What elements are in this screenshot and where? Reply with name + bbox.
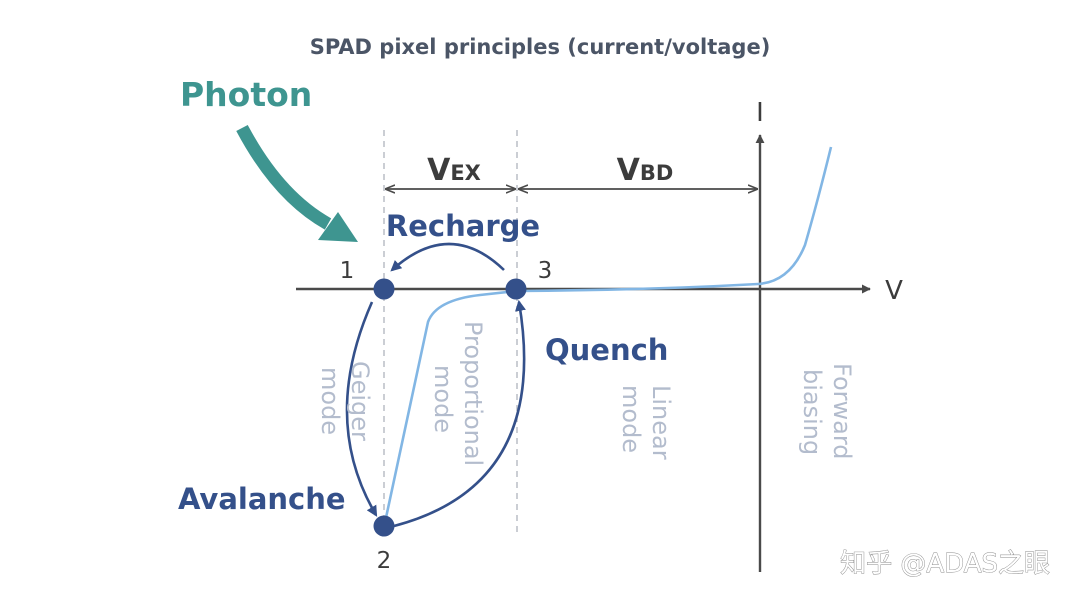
quench-label: Quench (545, 333, 668, 367)
watermark: 知乎 @ADAS之眼 (840, 549, 1050, 579)
diagram-title: SPAD pixel principles (current/voltage) (310, 35, 771, 59)
avalanche-label: Avalanche (178, 482, 346, 516)
point-2-label: 2 (377, 548, 392, 574)
point-1-label: 1 (340, 258, 355, 284)
avalanche-arrow (345, 301, 378, 517)
point-2-marker (373, 515, 395, 537)
vbd-label-main: V (617, 153, 641, 188)
proportional-line-2: mode (429, 365, 457, 433)
geiger-line-1: Geiger (346, 361, 374, 441)
point-3-marker (505, 278, 527, 300)
linear-mode-label: Linear mode (617, 385, 675, 460)
proportional-mode-label: Proportional mode (429, 321, 487, 466)
recharge-arrow (390, 242, 505, 272)
forward-line-1: Forward (828, 363, 856, 460)
forward-line-2: biasing (798, 369, 826, 455)
vex-label: VEX (427, 153, 481, 188)
quench-arrow (393, 299, 526, 528)
point-3-label: 3 (538, 258, 553, 284)
vbd-label: VBD (617, 153, 674, 188)
iv-curve (382, 146, 833, 528)
linear-line-1: Linear (647, 385, 675, 460)
proportional-line-1: Proportional (459, 321, 487, 466)
linear-line-2: mode (617, 385, 645, 453)
geiger-line-2: mode (316, 367, 344, 435)
vex-label-main: V (427, 153, 451, 188)
point-1-marker (373, 278, 395, 300)
photon-arrowhead-icon (318, 212, 358, 242)
photon-arrow-icon (236, 124, 332, 230)
geiger-mode-label: Geiger mode (316, 361, 374, 441)
voltage-axis-label: V (885, 276, 903, 306)
recharge-label: Recharge (386, 209, 540, 243)
forward-biasing-label: Forward biasing (798, 363, 856, 460)
photon-label: Photon (180, 75, 312, 114)
current-axis-label: I (756, 98, 764, 128)
vex-label-sub: EX (450, 161, 481, 185)
vbd-label-sub: BD (640, 161, 673, 185)
